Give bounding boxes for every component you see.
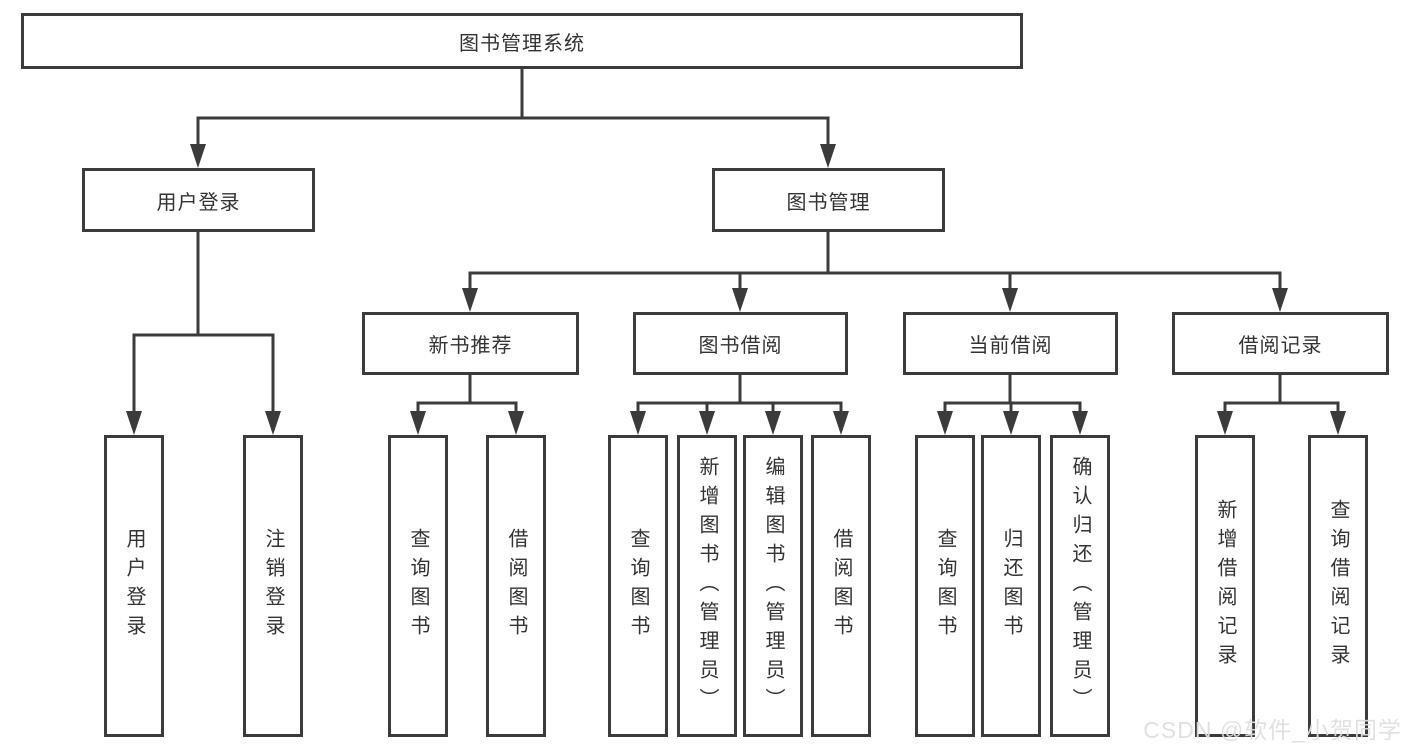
node-book-management: 图书管理 (712, 168, 945, 232)
connector-current-borrow-to-leaves (937, 373, 1088, 435)
leaf-borrow-books: 借阅图书 (811, 435, 871, 737)
leaf-label: 注销登录 (262, 528, 284, 644)
leaf-label: 归还图书 (1000, 528, 1022, 644)
node-book-management-label: 图书管理 (786, 191, 871, 214)
node-new-book-recommend-label: 新书推荐 (428, 335, 513, 357)
node-user-login: 用户登录 (82, 168, 315, 232)
leaf-label: 查询图书 (407, 528, 429, 644)
connector-book-borrow-to-leaves (630, 373, 849, 435)
arrow-head (833, 411, 849, 435)
leaf-query-books-recommend: 查询图书 (388, 435, 448, 737)
connector-borrow-records-to-leaves (1217, 373, 1346, 435)
leaf-label: 编辑图书（管理员） (762, 455, 784, 717)
leaf-label: 查询图书 (934, 528, 956, 644)
leaf-logout: 注销登录 (243, 435, 303, 737)
arrow-head (1002, 288, 1018, 312)
arrow-head (732, 288, 748, 312)
node-root: 图书管理系统 (21, 13, 1023, 69)
arrow-head (1330, 411, 1346, 435)
leaf-label: 新增借阅记录 (1214, 499, 1236, 673)
arrow-head (508, 411, 524, 435)
leaf-label: 查询借阅记录 (1327, 499, 1349, 673)
node-book-borrow: 图书借阅 (633, 312, 848, 375)
leaf-add-borrow-record: 新增借阅记录 (1195, 435, 1255, 737)
leaf-user-login: 用户登录 (104, 435, 164, 737)
arrow-head (1003, 411, 1019, 435)
arrow-head (190, 144, 206, 168)
arrow-head (937, 411, 953, 435)
leaf-label: 借阅图书 (505, 528, 527, 644)
leaf-query-borrow-record: 查询借阅记录 (1308, 435, 1368, 737)
node-borrow-records: 借阅记录 (1172, 312, 1389, 375)
leaf-add-book-admin: 新增图书（管理员） (677, 435, 737, 737)
leaf-label: 确认归还（管理员） (1069, 455, 1091, 717)
connector-user-login-to-leaves (126, 230, 281, 435)
leaf-borrow-books-recommend: 借阅图书 (486, 435, 546, 737)
leaf-query-books-current: 查询图书 (915, 435, 975, 737)
arrow-head (265, 411, 281, 435)
node-root-label: 图书管理系统 (459, 32, 585, 55)
arrow-head (410, 411, 426, 435)
arrow-head (765, 411, 781, 435)
arrow-head (462, 288, 478, 312)
leaf-query-books-borrow: 查询图书 (608, 435, 668, 737)
leaf-return-book: 归还图书 (981, 435, 1041, 737)
node-user-login-label: 用户登录 (156, 191, 241, 214)
arrow-head (1072, 411, 1088, 435)
leaf-label: 用户登录 (123, 528, 145, 644)
leaf-edit-book-admin: 编辑图书（管理员） (743, 435, 803, 737)
node-borrow-records-label: 借阅记录 (1238, 335, 1323, 357)
node-current-borrow-label: 当前借阅 (968, 335, 1053, 357)
arrow-head (1272, 288, 1288, 312)
arrow-head (820, 144, 836, 168)
leaf-confirm-return-admin: 确认归还（管理员） (1050, 435, 1110, 737)
node-new-book-recommend: 新书推荐 (362, 312, 579, 375)
connector-new-book-rec-to-leaves (410, 373, 524, 435)
leaf-label: 新增图书（管理员） (696, 455, 718, 717)
connector-root-to-branches (190, 67, 836, 168)
arrow-head (126, 411, 142, 435)
arrow-head (1217, 411, 1233, 435)
leaf-label: 查询图书 (627, 528, 649, 644)
node-book-borrow-label: 图书借阅 (698, 335, 783, 357)
node-current-borrow: 当前借阅 (903, 312, 1118, 375)
arrow-head (630, 411, 646, 435)
csdn-watermark: CSDN @软件_小贺同学 (1143, 717, 1402, 743)
leaf-label: 借阅图书 (830, 528, 852, 644)
arrow-head (699, 411, 715, 435)
connector-book-mgmt-to-sections (462, 230, 1288, 312)
